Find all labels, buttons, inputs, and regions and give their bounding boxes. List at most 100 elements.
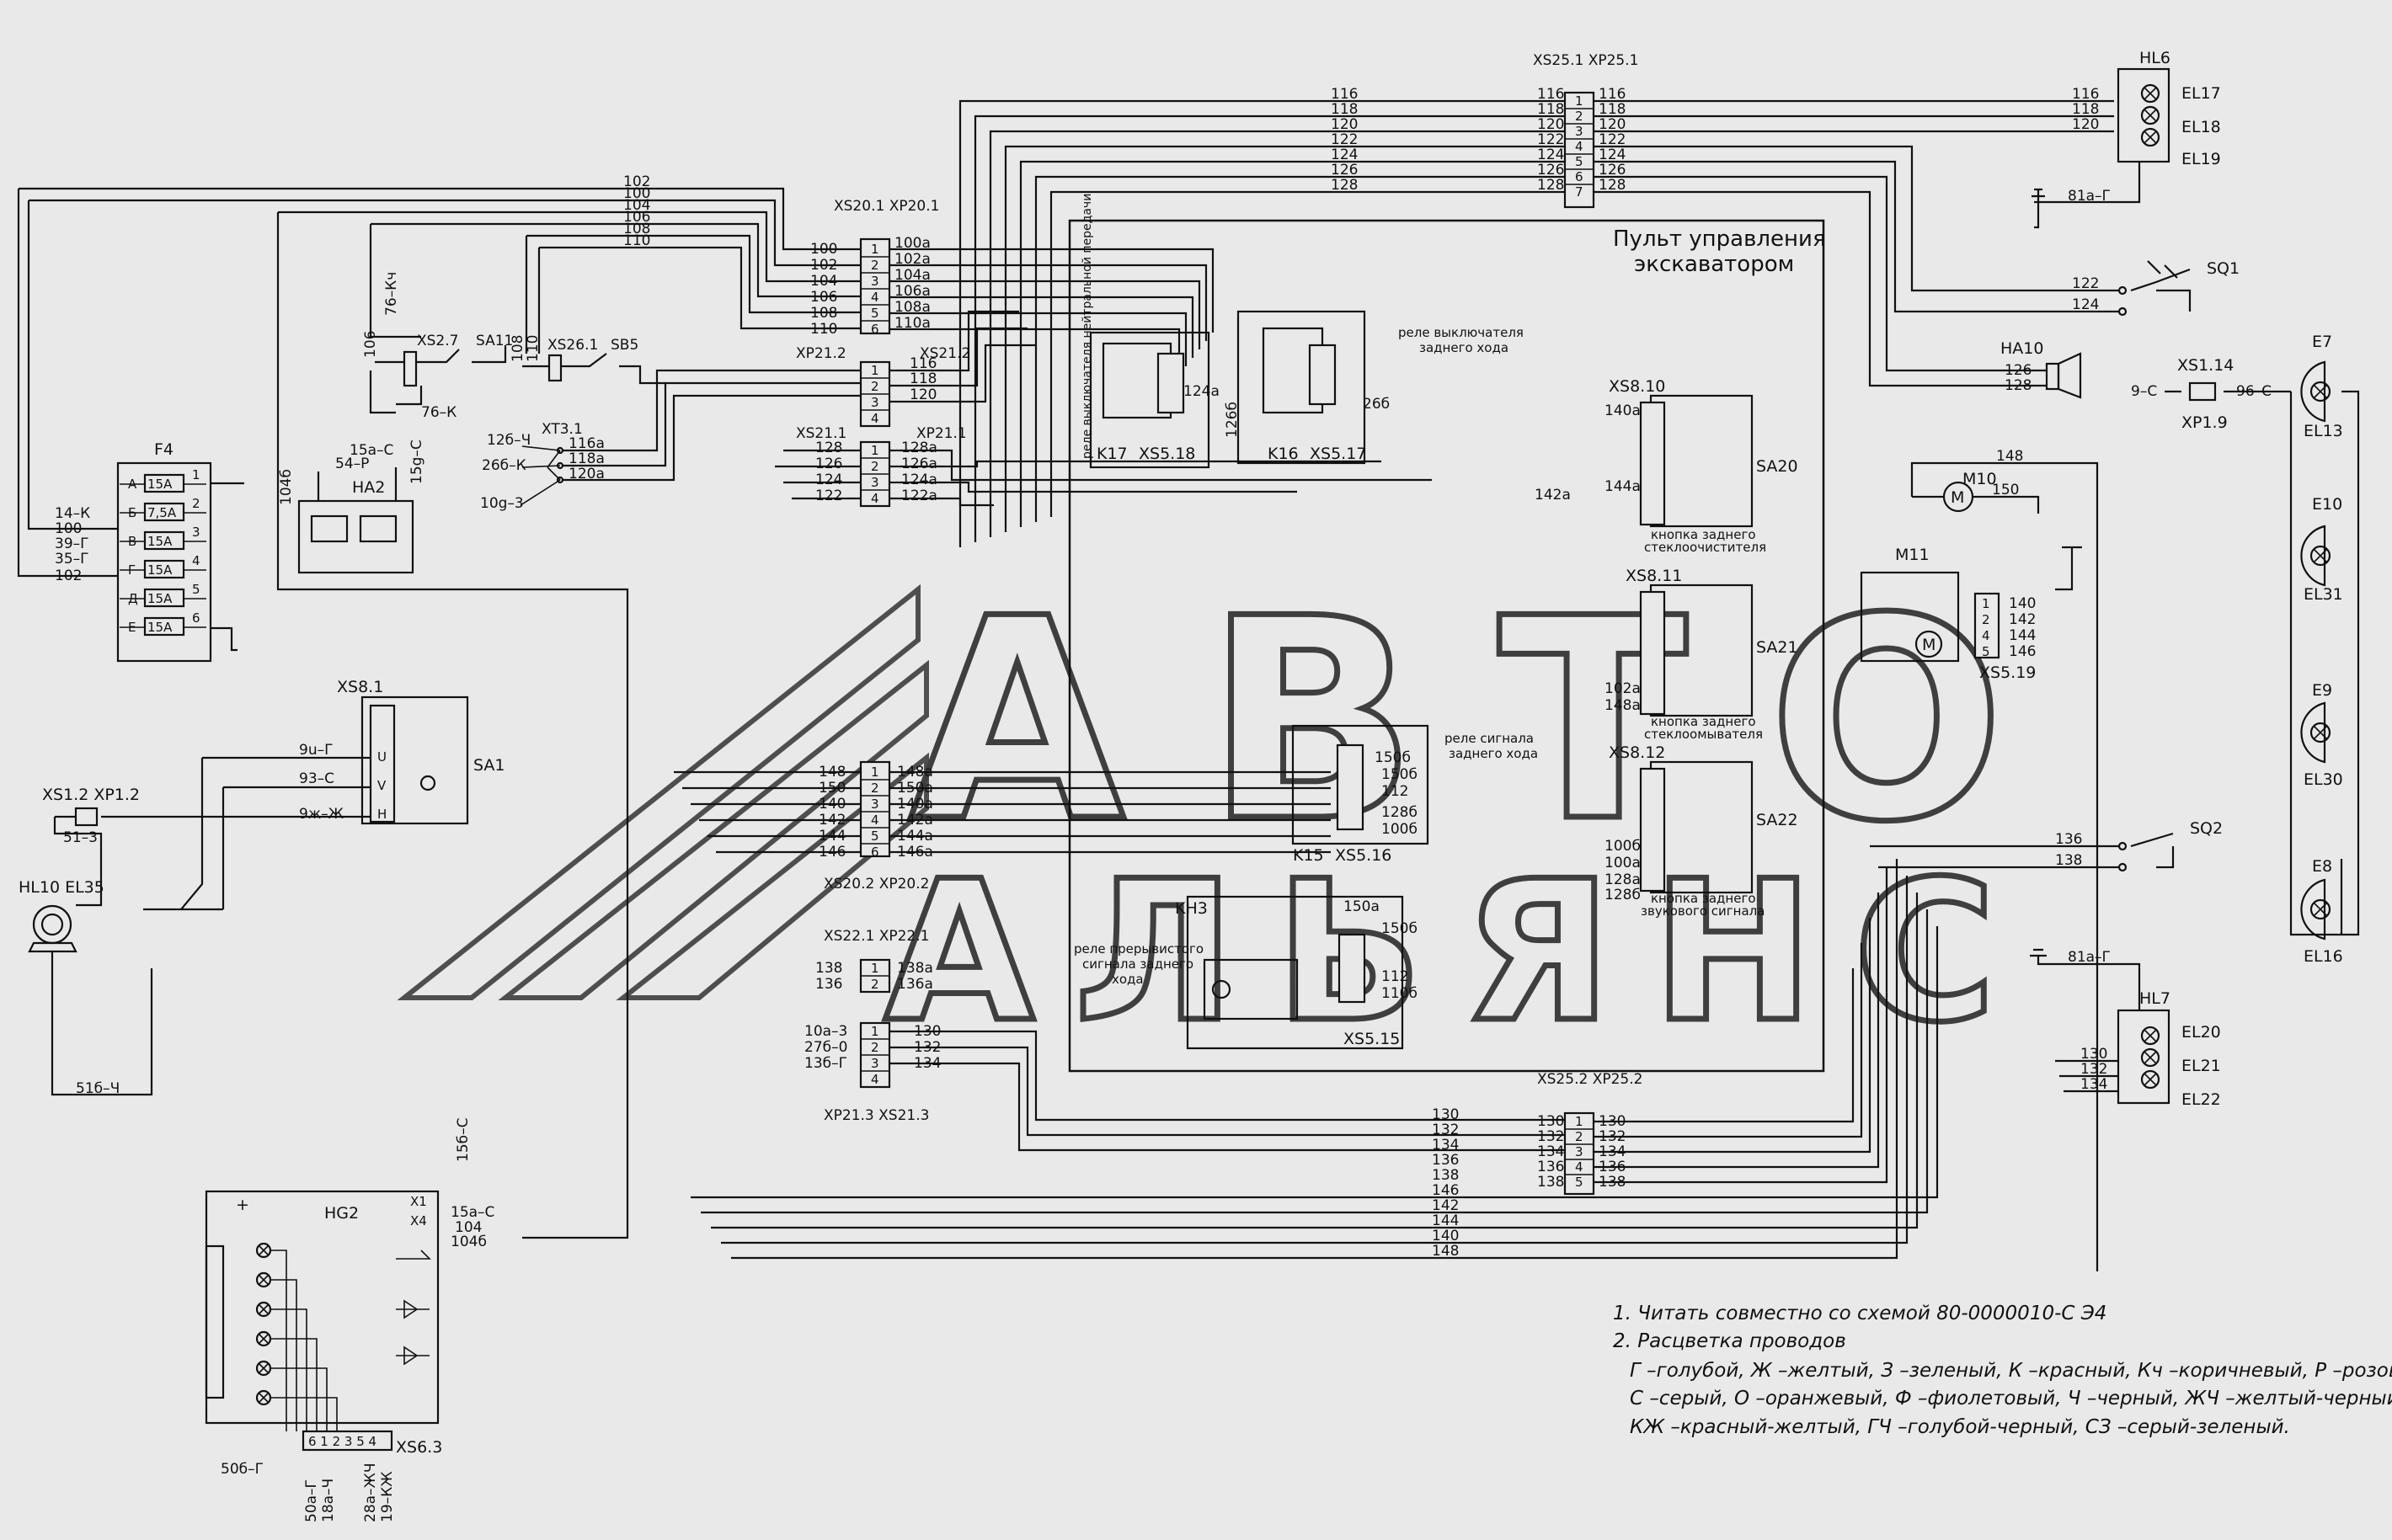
wire-label: 122 [1599, 131, 1626, 148]
wire-label: 120 [1537, 116, 1564, 133]
sa21-caption-1: кнопка заднего [1651, 714, 1756, 729]
wire-label: 13б–Г [804, 1055, 847, 1072]
wire-label: 108 [623, 221, 650, 237]
pin: 2 [871, 977, 879, 992]
xs25-2-label: XS25.2 XP25.2 [1537, 1071, 1642, 1088]
m11-label: M11 [1895, 546, 1930, 564]
sq2-label: SQ2 [2190, 819, 2223, 838]
fuse [143, 530, 185, 551]
wire-label: 51б–Ч [76, 1080, 120, 1097]
wire-label: 144а [1604, 478, 1641, 495]
pin: 1 [871, 1024, 879, 1039]
lamp-lead [258, 1392, 338, 1431]
sa20-caption-1: кнопка заднего [1651, 527, 1756, 542]
xs8-12-label: XS8.12 [1609, 743, 1665, 762]
pin: 6 [1575, 169, 1583, 184]
pin: 5 [1575, 1175, 1583, 1190]
f4-label: F4 [154, 440, 174, 459]
wire-label: 134 [1537, 1143, 1564, 1160]
wire-label: 104а [894, 267, 931, 284]
wire-label: 116а [569, 435, 605, 452]
xs8-11-label: XS8.11 [1626, 567, 1682, 585]
relay-kh3: KH3 реле прерывистого сигнала заднего хо… [1074, 895, 1418, 1050]
wire-label: 148 [1996, 448, 2023, 465]
fuse-number: 2 [192, 496, 200, 511]
wire [1594, 867, 1888, 1184]
headlamp-icon [2300, 360, 2326, 423]
wire-label: 120 [910, 386, 937, 403]
wire-label: 81а–Г [2068, 188, 2111, 205]
lamp-cross [2313, 548, 2328, 563]
wire-label: 116 [1537, 86, 1564, 103]
wire-label: 106 [362, 331, 379, 358]
xs5-16-label: XS5.16 [1335, 846, 1391, 865]
panel-title-2: экскаватором [1634, 252, 1794, 277]
lamp-cross [2313, 384, 2328, 399]
wire-label: 26б [1363, 396, 1390, 413]
wire-label: 108а [894, 299, 931, 316]
fuse-rating: 15А [147, 620, 173, 635]
xs20-2-label: XS20.2 XP20.2 [824, 876, 929, 893]
wire [889, 312, 1188, 366]
wire-label: 126 [1537, 162, 1564, 179]
wire-label: 28а–ЖЧ [362, 1463, 379, 1522]
wire-label: 136 [1432, 1152, 1459, 1169]
lamps-e7-e8: XS1.14 XP1.9 9–С 96–С E7 EL13 E10 EL31 E… [2131, 333, 2360, 966]
k17-label: K17 [1097, 445, 1128, 463]
wire [889, 264, 1208, 341]
wire-label: 120 [2072, 116, 2099, 133]
wire [721, 876, 1909, 1244]
wire-label: 144 [2009, 627, 2036, 644]
wire-label: 81а–Г [2068, 949, 2111, 966]
wire-label: 104 [810, 273, 837, 290]
wire-label: 138 [1537, 1174, 1564, 1191]
wire-label: 110 [525, 335, 542, 362]
kh3-caption-1: реле прерывистого [1074, 941, 1204, 957]
wire [1004, 145, 1565, 532]
xs8-10-label: XS8.10 [1609, 377, 1665, 396]
connector-xs22-1: XS22.1 XP22.1 1 2 138 136 138а 136а [815, 928, 933, 994]
e10-label: E10 [2312, 495, 2342, 514]
wire-label: 150 [1992, 482, 2019, 498]
fuse-rating: 15А [147, 534, 173, 549]
wire-label: 128 [1537, 177, 1564, 194]
k16-label: K16 [1268, 445, 1299, 463]
pin: 4 [1575, 139, 1583, 154]
switch-sa11: XS2.7 SA11 76–Кч 76–К 106 [362, 272, 513, 421]
el30-label: EL30 [2304, 770, 2343, 789]
xs5-19-label: XS5.19 [1979, 663, 2036, 682]
fuse-number: 1 [192, 467, 200, 482]
note-2: 2. Расцветка проводов [1613, 1330, 1846, 1352]
wire-label: 93–С [299, 770, 334, 787]
wire-label: 120 [1599, 116, 1626, 133]
pin: 1 [871, 961, 879, 976]
sa1-label: SA1 [473, 756, 505, 775]
control-panel: Пульт управления экскаватором [1068, 219, 1826, 1073]
pin: 6 1 2 3 5 4 [308, 1434, 376, 1449]
wire-label: 150а [1343, 898, 1380, 915]
wire-label: 122 [815, 488, 842, 504]
wire-label: 102а [894, 251, 931, 268]
pin: 3 [871, 1056, 879, 1071]
k15-caption-2: заднего хода [1449, 746, 1538, 761]
wire-label: 130 [1432, 1106, 1459, 1123]
m10-label: M10 [1962, 470, 1997, 488]
pin: 4 [871, 290, 879, 305]
xs5-18-label: XS5.18 [1139, 445, 1195, 463]
wire [989, 130, 1565, 537]
fuse-rating: 15А [147, 562, 173, 578]
wire-label: 138а [897, 960, 933, 977]
wire-label: 116 [1331, 86, 1358, 103]
wire-label: 102а [1604, 680, 1641, 697]
motors: M10 M 148 150 M11 M XS5.19 1 2 4 5 140 1… [1860, 448, 2099, 1271]
xp21-1-label: XP21.1 [916, 425, 967, 442]
wire-label: 138 [2055, 852, 2082, 869]
pin: 2 [871, 1040, 879, 1055]
wire-label: 124 [815, 472, 842, 488]
wire [1594, 145, 2119, 292]
wire-label: 19–КЖ [379, 1471, 396, 1522]
